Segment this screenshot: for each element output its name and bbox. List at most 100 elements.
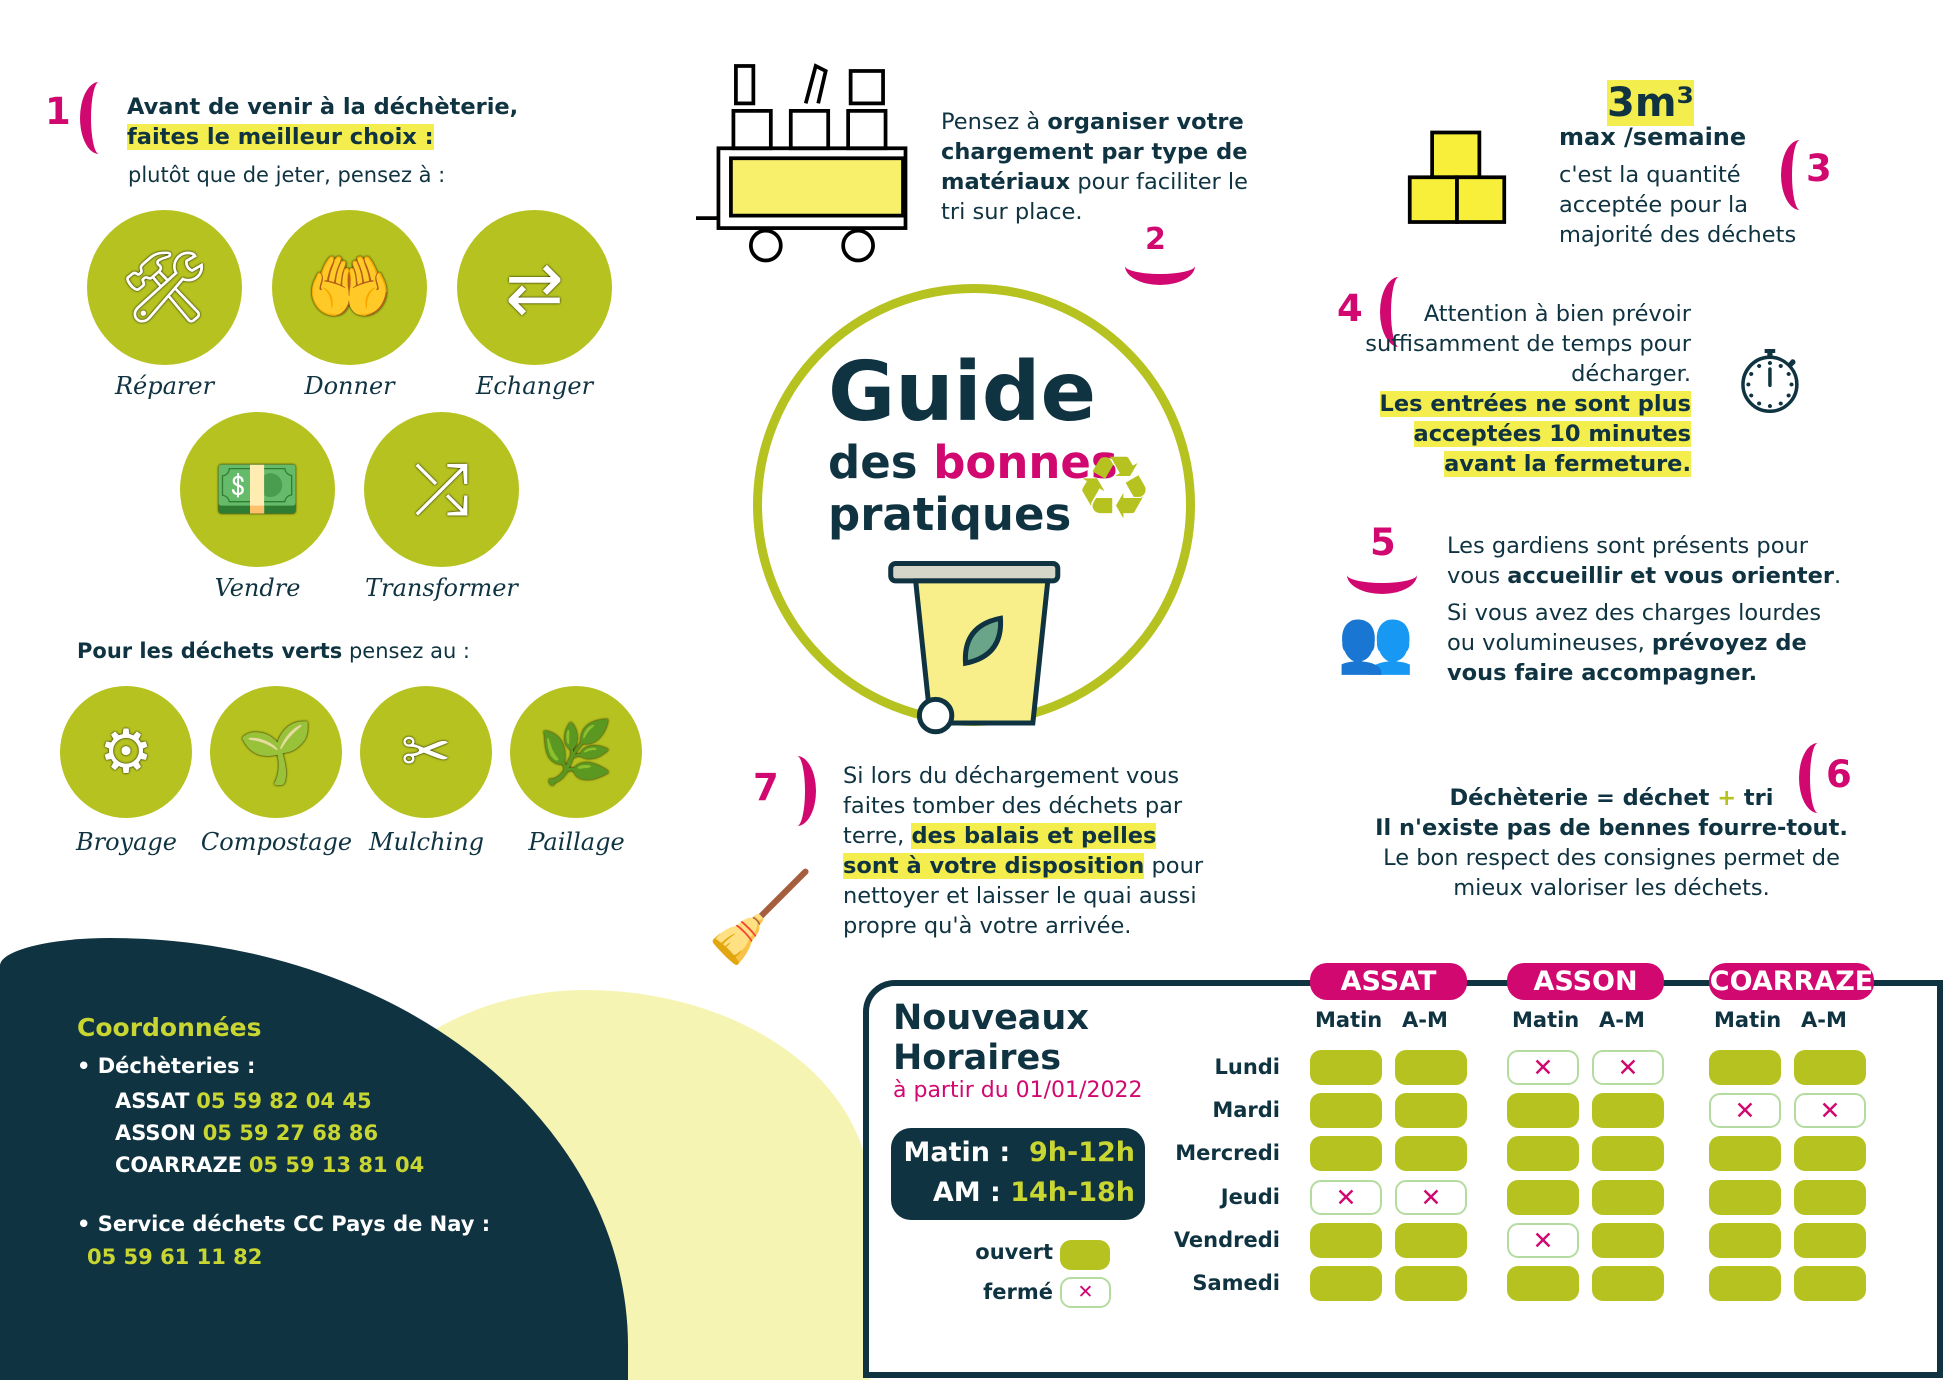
text: .: [1834, 563, 1842, 589]
slot-closed: ✕: [1592, 1050, 1664, 1085]
site-phone[interactable]: 05 59 13 81 04: [248, 1153, 425, 1177]
lawn-mower-icon: ✂: [360, 686, 492, 818]
slot-open: [1709, 1050, 1781, 1085]
text: pratiques: [828, 488, 1072, 541]
slot-open: [1592, 1136, 1664, 1172]
slot-open: [1592, 1222, 1664, 1258]
section1-subtitle: plutôt que de jeter, pensez à :: [128, 163, 446, 187]
text: Attention à bien prévoir suffisamment de…: [1365, 301, 1691, 387]
text: des: [828, 436, 934, 489]
column-header: Matin: [1512, 1008, 1580, 1032]
column-header: A-M: [1402, 1008, 1448, 1032]
text: Si vous avez des charges lourdes ou volu…: [1447, 600, 1822, 656]
schedule-since: à partir du 01/01/2022: [893, 1078, 1143, 1103]
tools-icon: 🛠: [87, 210, 242, 365]
day-label: Vendredi: [1173, 1227, 1280, 1252]
slot-closed: ✕: [1395, 1179, 1467, 1215]
slot-open: [1709, 1266, 1781, 1301]
sell-money-icon: 💵: [180, 412, 335, 567]
plus: +: [1717, 785, 1737, 811]
bracket-decoration: [1781, 140, 1819, 210]
legend-closed-label: fermé: [983, 1280, 1053, 1304]
bracket-decoration: [778, 756, 816, 826]
slot-open: [1794, 1266, 1866, 1301]
option-label: Echanger: [475, 372, 594, 400]
slot-open: [1794, 1136, 1866, 1172]
exchange-icon: ⇄: [457, 210, 612, 365]
slot-closed: ✕: [1709, 1093, 1781, 1129]
legend-closed-swatch: ✕: [1060, 1277, 1111, 1308]
section1-title: Avant de venir à la déchèterie, faites l…: [127, 92, 518, 152]
day-label: Mardi: [1212, 1098, 1280, 1123]
day-label: Jeudi: [1220, 1184, 1280, 1209]
site-name: ASSON: [115, 1121, 196, 1145]
title-bold: Pour les déchets verts: [77, 639, 343, 663]
option-label: Paillage: [528, 828, 625, 856]
icon-glyph: 💵: [213, 448, 302, 530]
site-tab-assat: ASSAT: [1310, 963, 1467, 1000]
contacts-title: Coordonnées: [77, 1013, 262, 1042]
boxes-icon: [1407, 130, 1507, 227]
bracket-decoration: [1380, 277, 1418, 347]
column-header: Matin: [1714, 1008, 1782, 1032]
option-label: Broyage: [76, 828, 177, 856]
icon-glyph: 🤲: [305, 246, 394, 328]
cart-icon: [696, 56, 908, 268]
slot-open: [1709, 1179, 1781, 1215]
text: Si lors du déchargement vous faites tomb…: [843, 763, 1183, 849]
slot-open: [1507, 1266, 1579, 1301]
step-number-4: 4: [1337, 287, 1363, 330]
site-phone[interactable]: 05 59 27 68 86: [202, 1121, 379, 1145]
bold-text: organiser votre chargement par type de m…: [941, 109, 1248, 195]
section7-text: Si lors du déchargement vous faites tomb…: [843, 761, 1217, 941]
slot-open: [1794, 1222, 1866, 1258]
slot-closed: ✕: [1507, 1222, 1579, 1258]
slot-open: [1310, 1222, 1382, 1258]
text: Pensez à: [941, 109, 1048, 135]
bracket-decoration: [1799, 743, 1837, 813]
slot-open: [1507, 1179, 1579, 1215]
bracket-decoration: [1347, 556, 1417, 594]
slot-closed: ✕: [1507, 1050, 1579, 1085]
slot-open: [1709, 1222, 1781, 1258]
title-highlight: faites le meilleur choix :: [127, 124, 434, 150]
green-bin-icon: [888, 551, 1063, 738]
title-line: Horaires: [893, 1038, 1062, 1078]
title: Déchèterie = déchet: [1449, 785, 1718, 811]
site-contact: ASSON 05 59 27 68 86: [115, 1117, 424, 1149]
text: Le bon respect des consignes permet de m…: [1383, 845, 1840, 901]
slot-closed: ✕: [1310, 1179, 1382, 1215]
step-number-1: 1: [45, 90, 71, 133]
icon-glyph: 🛠: [120, 246, 209, 328]
slot-open: [1507, 1136, 1579, 1172]
slot-open: [1592, 1179, 1664, 1215]
guardians-icon: 👥: [1337, 604, 1415, 677]
column-header: A-M: [1801, 1008, 1847, 1032]
site-phone[interactable]: 05 59 82 04 45: [196, 1089, 372, 1113]
slot-open: [1395, 1266, 1467, 1301]
shredder-icon: ⚙: [60, 686, 192, 818]
site-name: ASSAT: [115, 1089, 190, 1113]
service-phone[interactable]: 05 59 61 11 82: [87, 1245, 263, 1269]
schedule-panel: [863, 980, 1943, 1378]
slot-open: [1395, 1136, 1467, 1172]
service-label: • Service déchets CC Pays de Nay :: [77, 1212, 491, 1236]
giving-hands-icon: 🤲: [272, 210, 427, 365]
slot-open: [1592, 1266, 1664, 1301]
text: Les gardiens sont présents pour vous: [1447, 533, 1808, 589]
section5-text: Les gardiens sont présents pour vous acc…: [1447, 531, 1846, 688]
green-waste-title: Pour les déchets verts pensez au :: [77, 636, 470, 666]
column-header: Matin: [1315, 1008, 1383, 1032]
step-number-6: 6: [1826, 753, 1852, 796]
bracket-decoration: [1125, 247, 1195, 285]
section2-text: Pensez à organiser votre chargement par …: [941, 107, 1253, 227]
icon-glyph: ⤮: [413, 448, 470, 530]
column-header: A-M: [1599, 1008, 1645, 1032]
text: pour faciliter le tri sur place.: [941, 169, 1249, 225]
slot-open: [1592, 1093, 1664, 1129]
icon-glyph: 🌱: [238, 717, 314, 788]
